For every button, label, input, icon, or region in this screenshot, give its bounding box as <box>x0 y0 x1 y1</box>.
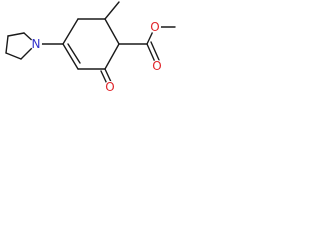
atom-label-ketone-oxygen: O <box>104 80 116 94</box>
methyl-bond <box>104 1 120 20</box>
atom-label-nitrogen: N <box>30 37 42 51</box>
ester-group <box>118 26 176 63</box>
svg-text:O: O <box>152 59 161 73</box>
svg-text:O: O <box>150 20 159 34</box>
chemical-structure-diagram: N O O O <box>5 1 176 94</box>
cyclohexenone-ring <box>62 18 120 70</box>
pyrrolidine-ring <box>5 32 37 60</box>
svg-text:O: O <box>105 80 114 94</box>
atom-label-carbonyl-oxygen: O <box>151 59 163 73</box>
svg-text:N: N <box>32 37 41 51</box>
atom-label-ether-oxygen: O <box>149 20 161 34</box>
